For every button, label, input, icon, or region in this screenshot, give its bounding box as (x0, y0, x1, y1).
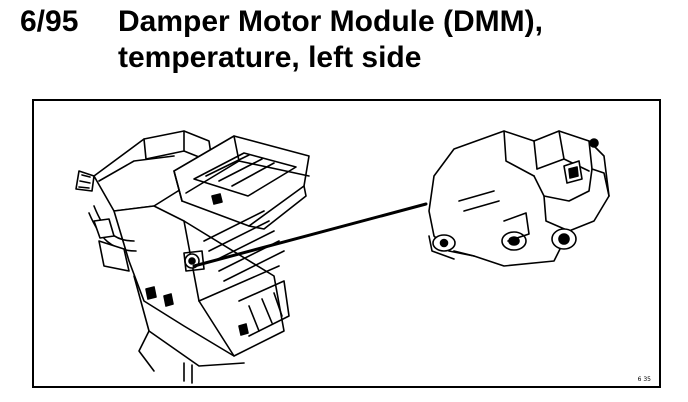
figure-reference: 6 35 (637, 376, 651, 383)
hvac-unit-drawing (75, 130, 310, 384)
leader-line (192, 202, 428, 268)
illustration-frame: 6 35 (32, 99, 661, 388)
damper-motor-module-drawing (428, 130, 610, 267)
section-code: 6/95 (20, 5, 79, 38)
illustration (75, 130, 610, 384)
page-title: Damper Motor Module (DMM), temperature, … (118, 4, 543, 76)
title-line-1: Damper Motor Module (DMM), (118, 5, 543, 38)
heading: 6/95 Damper Motor Module (DMM), temperat… (0, 0, 688, 90)
title-line-2: temperature, left side (118, 41, 422, 74)
